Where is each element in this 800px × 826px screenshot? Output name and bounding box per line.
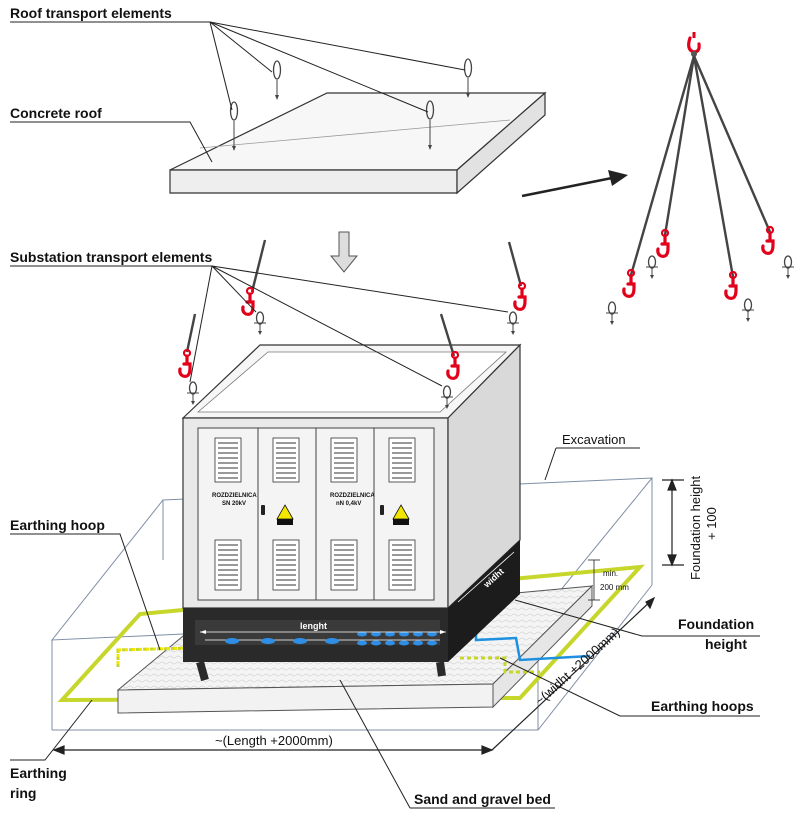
height-label: height	[705, 636, 747, 652]
down-arrow-icon	[329, 231, 359, 273]
excavation-label: Excavation	[562, 432, 626, 447]
annotation-leaders	[10, 447, 760, 809]
min-200mm-dim	[588, 559, 600, 601]
warning-signs	[276, 504, 410, 525]
foundation-label: Foundation	[678, 616, 754, 632]
door-vents	[214, 437, 416, 591]
length-dimension	[52, 596, 656, 755]
roof-transport-label: Roof transport elements	[10, 5, 172, 21]
substation-hooks	[178, 239, 527, 410]
foundation-height-100-line1: Foundation height	[688, 476, 703, 580]
earthing-ring-label-line2: ring	[10, 785, 36, 801]
panel-mv-line2: SN 20kV	[222, 501, 246, 507]
base-length-dim: lenght	[200, 621, 446, 634]
right-arrow-icon	[521, 170, 628, 198]
earthing-hoops-label: Earthing hoops	[651, 698, 754, 714]
cable-entry-holes	[225, 631, 437, 646]
substation-transport-leaders	[10, 265, 509, 387]
length-dim-label: ~(Length +2000mm)	[215, 733, 333, 748]
200mm-label: 200 mm	[600, 583, 629, 592]
foundation-height-100-line2: + 100	[704, 507, 719, 540]
earthing-hoop-label: Earthing hoop	[10, 517, 105, 533]
foundation-height-100-dim	[662, 478, 684, 567]
lifting-sling-set	[605, 32, 795, 326]
substation-transport-label: Substation transport elements	[10, 249, 212, 265]
min-label: min.	[603, 569, 618, 578]
panel-mv-line1: ROZDZIELNICA	[212, 493, 257, 499]
lenght-label: lenght	[300, 621, 327, 631]
vent-louvres	[218, 442, 412, 586]
earthing-ring-label-line1: Earthing	[10, 765, 67, 781]
roof-transport-leaders	[10, 21, 466, 163]
sand-gravel-label: Sand and gravel bed	[414, 791, 551, 807]
concrete-roof-label: Concrete roof	[10, 105, 102, 121]
panel-lv-line2: nN 0,4kV	[336, 501, 361, 507]
roof-lifting-eyes	[229, 58, 473, 151]
panel-lv-line1: ROZDZIELNICA	[330, 493, 375, 499]
concrete-roof	[169, 91, 547, 195]
door-handles	[261, 505, 384, 515]
